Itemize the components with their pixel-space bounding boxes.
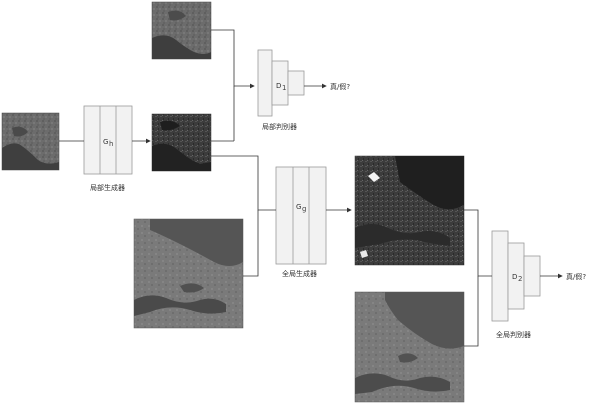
real-fake-output-2: 真/假?: [566, 272, 586, 281]
d1-sub: 1: [282, 84, 286, 92]
global-input-image: [133, 218, 244, 329]
gh-base: G: [103, 138, 108, 146]
local-discriminator-block: D 1: [257, 49, 305, 117]
local-reference-image: [151, 1, 212, 60]
real-fake-output-1: 真/假?: [330, 82, 350, 91]
gh-sub: h: [109, 140, 113, 148]
d2-sub: 2: [518, 275, 522, 283]
local-generated-image: [151, 113, 212, 172]
gg-sub: g: [302, 205, 306, 213]
local-generator-label: 局部生成器: [90, 183, 125, 192]
global-generated-image: [354, 155, 465, 266]
global-generator-block: G g: [275, 166, 327, 265]
connectors: [59, 29, 563, 347]
d2-base: D: [512, 273, 517, 281]
global-discriminator-block: D 2: [491, 230, 541, 322]
gg-base: G: [296, 203, 301, 211]
local-generator-block: G h: [83, 105, 133, 175]
local-discriminator-label: 局部判别器: [262, 122, 297, 131]
global-generator-label: 全局生成器: [282, 269, 317, 278]
global-discriminator-label: 全局判别器: [496, 330, 531, 339]
d1-base: D: [276, 82, 281, 90]
global-reference-image: [354, 291, 465, 403]
input-image: [1, 112, 60, 171]
